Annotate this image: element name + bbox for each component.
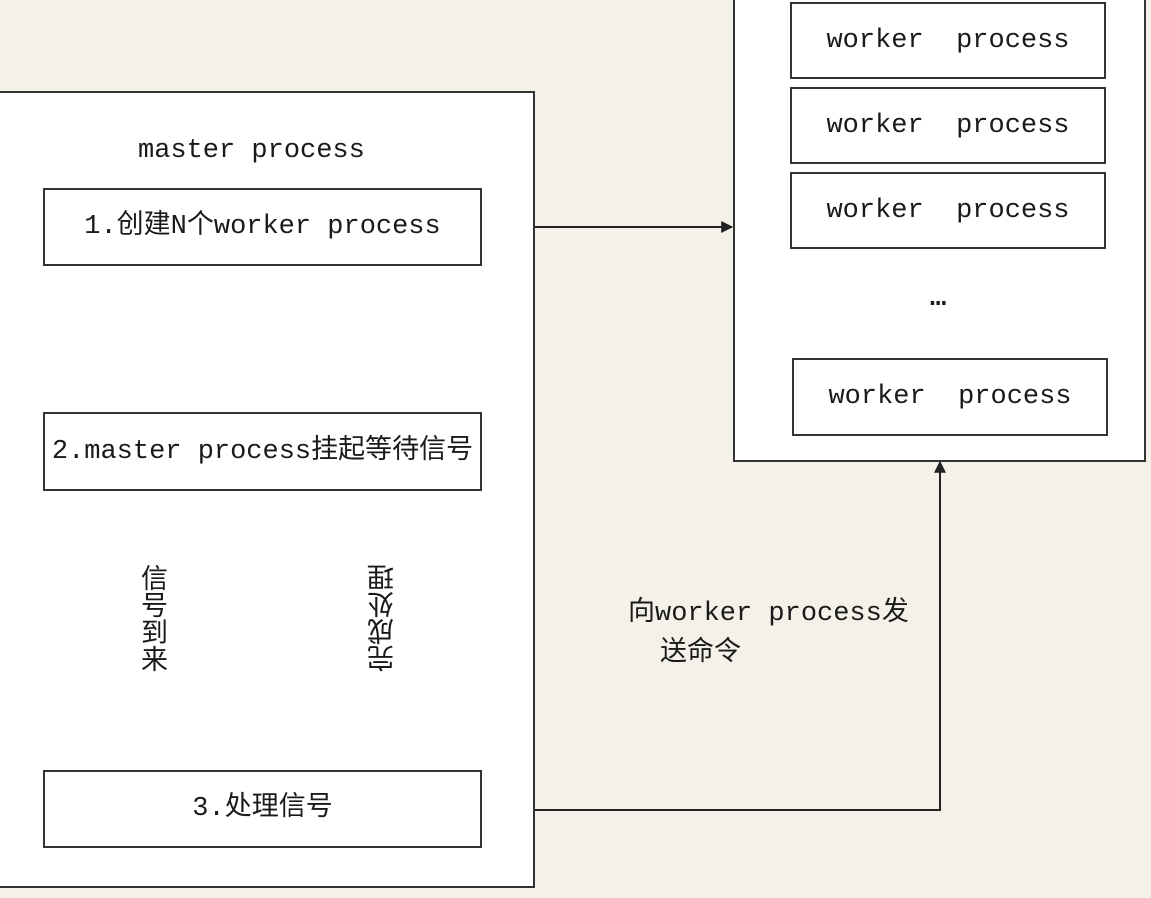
worker-process-label: worker process — [828, 382, 1072, 412]
step-handle-signal-label: 3.处理信号 — [192, 794, 333, 824]
step-wait-signal: 2.master process挂起等待信号 — [43, 412, 482, 491]
worker-ellipsis: … — [930, 284, 947, 314]
worker-process-label: worker process — [826, 25, 1070, 56]
step-create-workers: 1.创建N个worker process — [43, 188, 482, 266]
step-handle-signal: 3.处理信号 — [43, 770, 482, 848]
worker-process-label: worker process — [826, 195, 1070, 226]
worker-process-label: worker process — [826, 110, 1070, 141]
worker-process-box: worker process — [790, 172, 1106, 249]
send-command-label-line1: 向worker process发 — [628, 599, 909, 629]
master-process-title: master process — [138, 136, 365, 166]
step-create-workers-label: 1.创建N个worker process — [84, 212, 441, 242]
step-wait-signal-label: 2.master process挂起等待信号 — [51, 436, 474, 467]
done-processing-label: 完成处理 — [371, 560, 401, 676]
send-command-label-line2: 送命令 — [660, 639, 741, 669]
worker-process-box: worker process — [792, 358, 1108, 436]
worker-process-box: worker process — [790, 2, 1106, 79]
signal-arrives-label: 信号到来 — [134, 560, 164, 676]
worker-process-box: worker process — [790, 87, 1106, 164]
